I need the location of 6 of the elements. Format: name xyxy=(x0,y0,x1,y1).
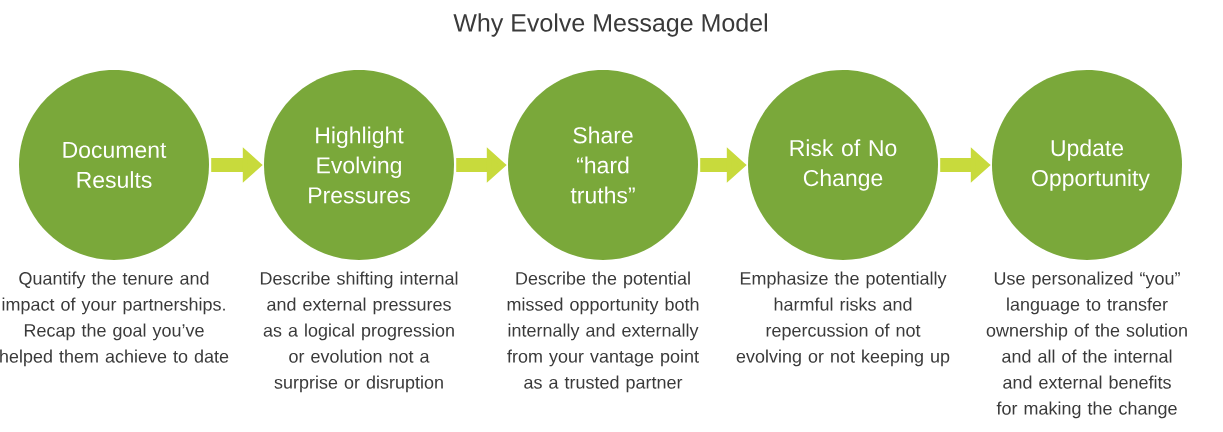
description-text: Quantify the tenure and impact of your partnerships. Recap the goal you’ve helped them achieve to date xyxy=(0,271,229,367)
title: Why Evolve Message Model xyxy=(453,13,767,37)
description-text: Describe the potential missed opportunity both internally and externally from your vantage point as a trusted partner xyxy=(507,271,699,393)
description-text: Describe shifting internal and external pressures as a logical progression or evolution not a surprise or disruption xyxy=(260,271,458,393)
description-text: Use personalized “you” language to transfer ownership of the solution and all of the internal and external benefits for making the change xyxy=(986,271,1187,419)
description-text: Emphasize the potentially harmful risks and repercussion of not evolving or not keeping up xyxy=(736,271,950,367)
